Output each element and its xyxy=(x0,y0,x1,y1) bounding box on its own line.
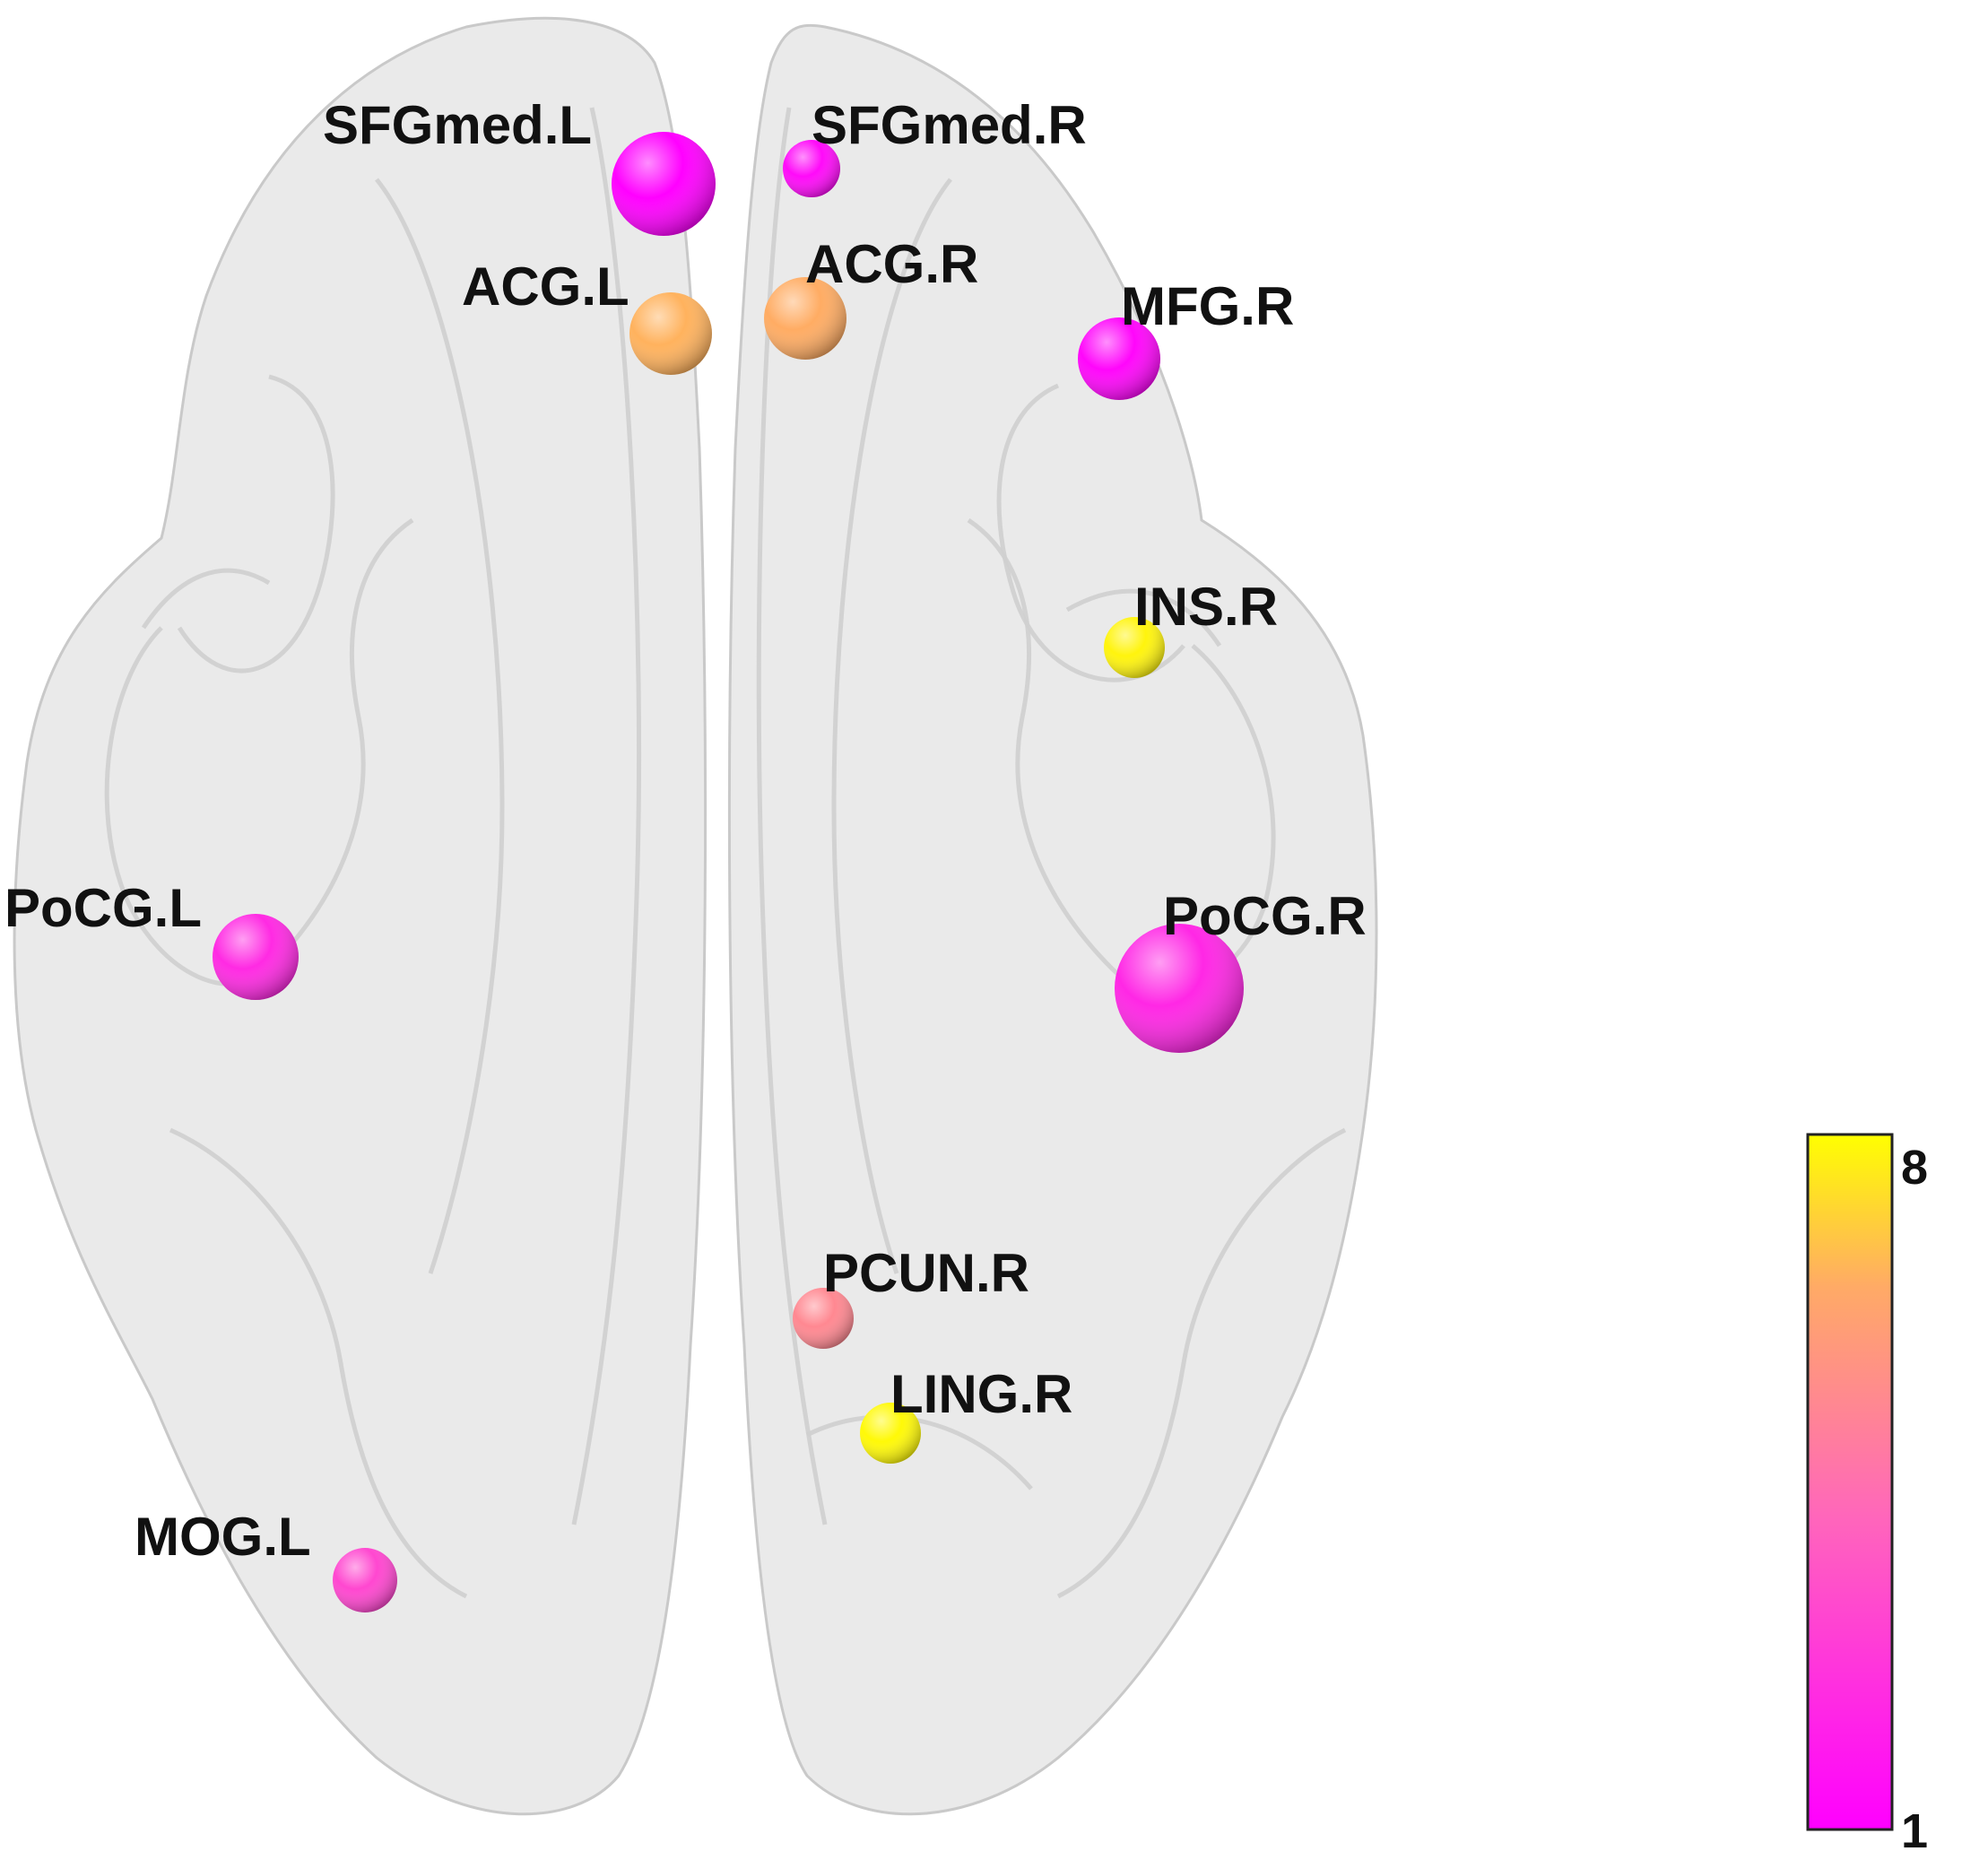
node-pcun-r: PCUN.R xyxy=(793,1243,1029,1349)
node-sphere-shading xyxy=(612,132,716,236)
node-label: SFGmed.R xyxy=(812,95,1087,155)
node-label: MFG.R xyxy=(1121,276,1294,336)
node-sphere-shading xyxy=(1078,317,1160,400)
node-sphere-shading xyxy=(860,1403,921,1464)
node-ins-r: INS.R xyxy=(1104,577,1278,678)
node-mfg-r: MFG.R xyxy=(1078,276,1294,400)
colorbar-max-label: 8 xyxy=(1901,1141,1928,1195)
node-layer: SFGmed.L SFGmed.R ACG.L ACG.R MFG.R INS.R PoCG… xyxy=(4,95,1367,1612)
node-sphere-shading xyxy=(1104,617,1165,678)
right-hemisphere xyxy=(727,23,1378,1816)
node-label: INS.R xyxy=(1134,577,1278,637)
node-sfgmed-l: SFGmed.L xyxy=(323,95,716,236)
node-acg-l: ACG.L xyxy=(462,256,712,375)
node-pocg-l: PoCG.L xyxy=(4,878,299,1000)
node-label: PoCG.L xyxy=(4,878,202,938)
left-hemisphere xyxy=(13,16,708,1816)
colorbar-min-label: 1 xyxy=(1901,1804,1928,1856)
node-mog-l: MOG.L xyxy=(135,1507,397,1612)
node-sfgmed-r: SFGmed.R xyxy=(783,95,1087,197)
brain-surface xyxy=(13,16,1378,1816)
node-ling-r: LING.R xyxy=(860,1364,1072,1464)
node-sphere-shading xyxy=(783,140,840,197)
node-label: PCUN.R xyxy=(823,1243,1029,1303)
node-label: LING.R xyxy=(890,1364,1072,1424)
node-sphere-shading xyxy=(629,292,712,375)
node-label: PoCG.R xyxy=(1163,886,1367,946)
surface-contours xyxy=(104,107,1347,1599)
node-acg-r: ACG.R xyxy=(764,234,978,360)
node-sphere-shading xyxy=(764,277,846,360)
node-sphere-shading xyxy=(213,914,299,1000)
colorbar: 8 1 xyxy=(1806,1133,1928,1858)
colorbar-gradient xyxy=(1806,1133,1894,1831)
node-label: ACG.L xyxy=(462,256,629,317)
node-label: SFGmed.L xyxy=(323,95,592,155)
node-sphere-shading xyxy=(793,1288,854,1349)
node-sphere-shading xyxy=(333,1548,397,1612)
node-pocg-r: PoCG.R xyxy=(1115,886,1367,1053)
node-label: MOG.L xyxy=(135,1507,311,1567)
node-sphere-shading xyxy=(1115,924,1244,1053)
node-label: ACG.R xyxy=(805,234,978,294)
